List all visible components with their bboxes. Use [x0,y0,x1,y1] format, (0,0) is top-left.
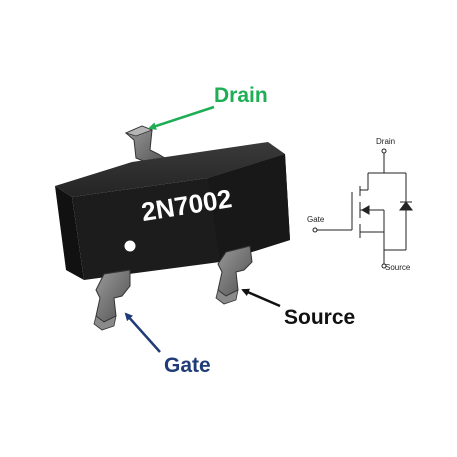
pin1-dot [124,240,136,252]
drain-terminal [381,148,387,154]
gate-arrow [124,312,161,353]
drain-arrow [148,105,215,130]
gate-terminal [312,227,318,233]
gate-lead [93,269,131,331]
source-lead [215,245,253,305]
package-front-face [55,186,84,280]
source-terminal [381,263,387,269]
package-top-face [55,142,285,197]
gate-callout-label: Gate [164,354,211,377]
drain-callout-label: Drain [214,84,268,107]
body-diode [399,201,413,211]
schematic-drain-label: Drain [376,137,396,146]
mosfet-schematic [312,148,413,269]
schematic-source-label: Source [385,263,411,272]
source-arrow [241,288,281,308]
source-callout-label: Source [284,306,356,329]
schematic-gate-label: Gate [307,215,325,224]
sot23-package: 2N7002 [55,125,290,331]
